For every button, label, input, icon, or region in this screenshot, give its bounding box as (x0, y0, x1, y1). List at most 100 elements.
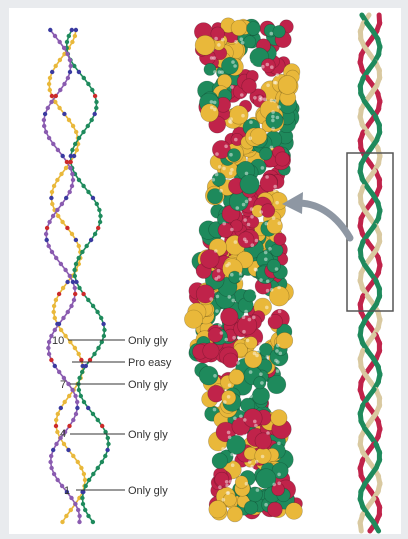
atom-ball (47, 136, 51, 140)
atom-highlight (264, 503, 268, 507)
atom-highlight (234, 40, 238, 44)
atom-ball (73, 394, 77, 398)
atom-ball (91, 196, 95, 200)
atom-highlight (249, 370, 253, 374)
atom-ball (93, 112, 97, 116)
atom-ball (50, 250, 54, 254)
atom-highlight (273, 99, 277, 103)
atom-highlight (240, 37, 244, 41)
atom-highlight (217, 43, 221, 47)
atom-ball (62, 82, 66, 86)
atom-sphere (244, 290, 256, 302)
atom-ball (98, 220, 102, 224)
atom-highlight (271, 404, 275, 408)
atom-highlight (222, 222, 226, 226)
atom-ball (75, 148, 79, 152)
atom-ball (53, 100, 57, 104)
atom-ball (42, 124, 46, 128)
residue-number-4: 4 (60, 428, 66, 440)
atom-ball (74, 238, 78, 242)
atom-highlight (253, 352, 257, 356)
atom-highlight (230, 168, 234, 172)
triple-helix-ribbon (360, 15, 380, 531)
atom-ball (82, 400, 86, 404)
atom-sphere (271, 244, 284, 257)
atom-ball (98, 214, 102, 218)
atom-highlight (217, 269, 221, 273)
atom-ball (46, 346, 50, 350)
atom-ball (49, 454, 53, 458)
annotation-pro-easy: Pro easy (128, 357, 172, 369)
atom-ball (54, 64, 58, 68)
atom-highlight (272, 483, 276, 487)
atom-ball (70, 40, 74, 44)
atom-sphere (267, 375, 286, 394)
residue-number-1: 1 (64, 485, 70, 497)
atom-ball (50, 190, 54, 194)
atom-ball (52, 184, 56, 188)
atom-highlight (259, 278, 263, 282)
annotation-only-gly-4: Only gly (128, 485, 168, 497)
atom-sphere (252, 387, 269, 404)
atom-ball (101, 322, 105, 326)
atom-ball (90, 118, 94, 122)
atom-ball (90, 88, 94, 92)
atom-ball (54, 256, 58, 260)
atom-ball (49, 466, 53, 470)
ribbon-segment (360, 522, 361, 531)
atom-sphere (184, 310, 202, 328)
atom-ball (86, 82, 90, 86)
atom-ball (81, 292, 85, 296)
atom-highlight (264, 258, 268, 262)
atom-ball (50, 94, 54, 98)
atom-sphere (286, 503, 303, 520)
atom-highlight (227, 395, 231, 399)
atom-highlight (239, 277, 243, 281)
atom-ball (58, 40, 62, 44)
atom-highlight (253, 420, 257, 424)
atom-highlight (219, 189, 223, 193)
atom-highlight (221, 38, 225, 42)
atom-highlight (248, 280, 252, 284)
atom-ball (91, 520, 95, 524)
atom-highlight (229, 171, 233, 175)
atom-highlight (227, 262, 231, 266)
atom-highlight (240, 93, 244, 97)
atom-ball (66, 448, 70, 452)
atom-ball (56, 148, 60, 152)
atom-ball (77, 520, 81, 524)
atom-ball (75, 400, 79, 404)
atom-highlight (278, 310, 282, 314)
atom-highlight (213, 70, 217, 74)
atom-highlight (255, 239, 259, 243)
atom-ball (69, 160, 73, 164)
atom-highlight (241, 114, 245, 118)
atom-highlight (258, 95, 262, 99)
atom-ball (105, 448, 109, 452)
atom-highlight (215, 152, 219, 156)
atom-ball (70, 232, 74, 236)
atom-highlight (243, 218, 247, 222)
atom-highlight (230, 228, 234, 232)
atom-ball (65, 40, 69, 44)
atom-sphere (244, 36, 256, 48)
atom-sphere (208, 328, 223, 343)
atom-ball (77, 244, 81, 248)
atom-highlight (242, 330, 246, 334)
atom-highlight (250, 465, 254, 469)
atom-ball (53, 364, 57, 368)
atom-sphere (242, 79, 257, 94)
atom-sphere (223, 353, 238, 368)
atom-highlight (270, 65, 274, 69)
atom-sphere (240, 175, 259, 194)
atom-highlight (218, 70, 222, 74)
atom-ball (77, 514, 81, 518)
atom-sphere (243, 409, 262, 428)
atom-sphere (273, 25, 285, 37)
atom-sphere (209, 500, 227, 518)
atom-highlight (210, 106, 214, 110)
annotation-only-gly-2: Only gly (128, 379, 168, 391)
atom-highlight (228, 383, 232, 387)
atom-ball (79, 394, 83, 398)
atom-ball (51, 214, 55, 218)
